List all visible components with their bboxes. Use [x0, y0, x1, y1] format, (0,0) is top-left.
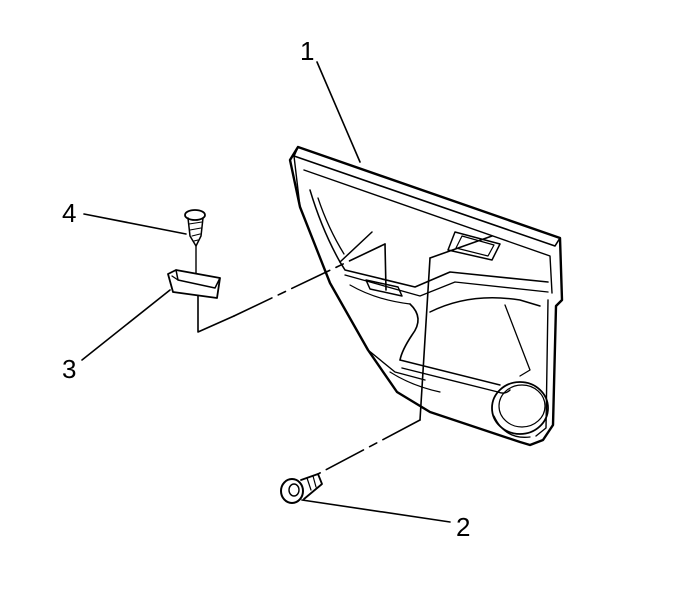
callout-1: 1 — [300, 36, 315, 66]
screw — [184, 209, 206, 277]
callout-4: 4 — [62, 198, 77, 228]
push-pin-retainer — [280, 473, 323, 504]
pull-cup-bracket — [167, 269, 221, 299]
callout-2: 2 — [456, 512, 471, 542]
assembly-line-2 — [317, 235, 493, 475]
leader-line-1 — [316, 61, 361, 163]
leader-line-2 — [301, 499, 451, 523]
callout-3: 3 — [62, 354, 77, 384]
leader-line-4 — [83, 213, 187, 235]
door-trim-panel — [288, 145, 564, 447]
leader-line-3 — [81, 289, 171, 361]
